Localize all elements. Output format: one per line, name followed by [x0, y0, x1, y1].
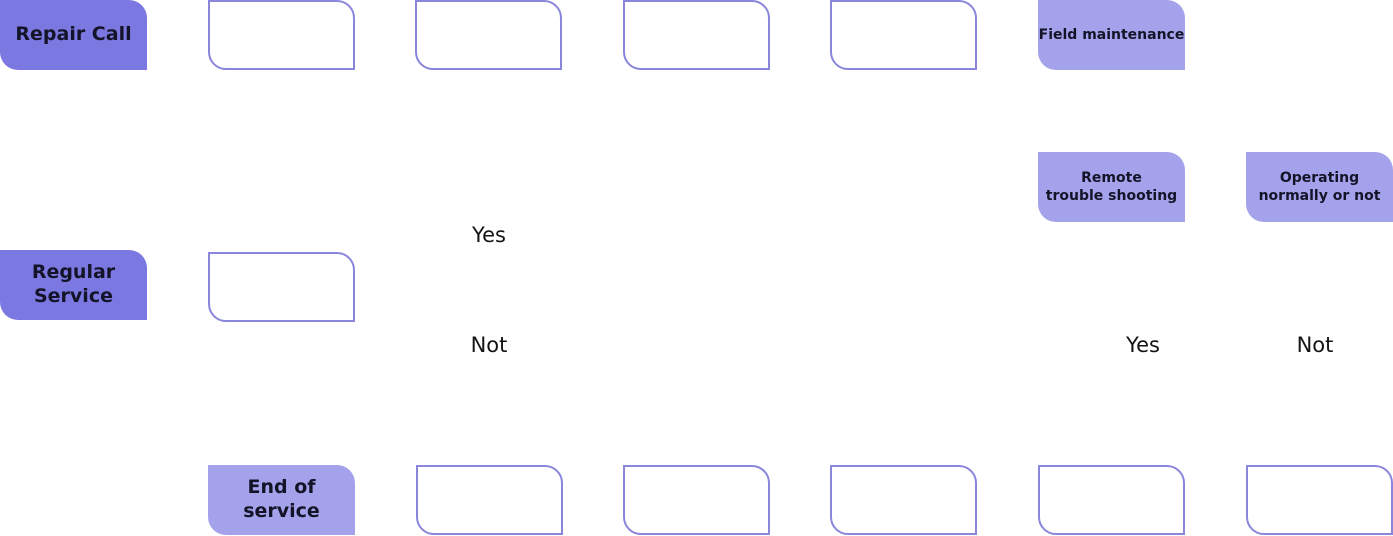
regular-label-line1: Regular [31, 261, 116, 284]
empty-step-node [623, 0, 770, 70]
yes-branch-label: Yes [472, 223, 506, 247]
not-branch-label: Not [1296, 333, 1334, 357]
empty-step-node [830, 465, 977, 535]
operating-label-line1: Operating [1279, 169, 1360, 186]
regular-service-node: Regular Service [0, 250, 147, 320]
operating-normally-node: Operating normally or not [1246, 152, 1393, 222]
empty-step-node [830, 0, 977, 70]
end-of-service-node: End of service [208, 465, 355, 535]
repair-call-label: Repair Call [15, 23, 132, 46]
regular-label-line2: Service [33, 285, 113, 307]
empty-step-node [1246, 465, 1393, 535]
empty-step-node [208, 252, 355, 322]
empty-step-node [208, 0, 355, 70]
yes-branch-label: Yes [1126, 333, 1160, 357]
empty-step-node [1038, 465, 1185, 535]
empty-step-node [416, 465, 563, 535]
remote-label-line2: trouble shooting [1045, 188, 1178, 204]
end-of-service-label: End of service [243, 476, 320, 522]
empty-step-node [415, 0, 562, 70]
empty-step-node [623, 465, 770, 535]
field-maintenance-node: Field maintenance [1038, 0, 1185, 70]
remote-trouble-shooting-node: Remote trouble shooting [1038, 152, 1185, 222]
operating-label-line2: normally or not [1258, 188, 1381, 204]
remote-label-line1: Remote [1081, 169, 1142, 186]
repair-call-node: Repair Call [0, 0, 147, 70]
field-maintenance-label: Field maintenance [1038, 26, 1185, 43]
not-branch-label: Not [470, 333, 508, 357]
